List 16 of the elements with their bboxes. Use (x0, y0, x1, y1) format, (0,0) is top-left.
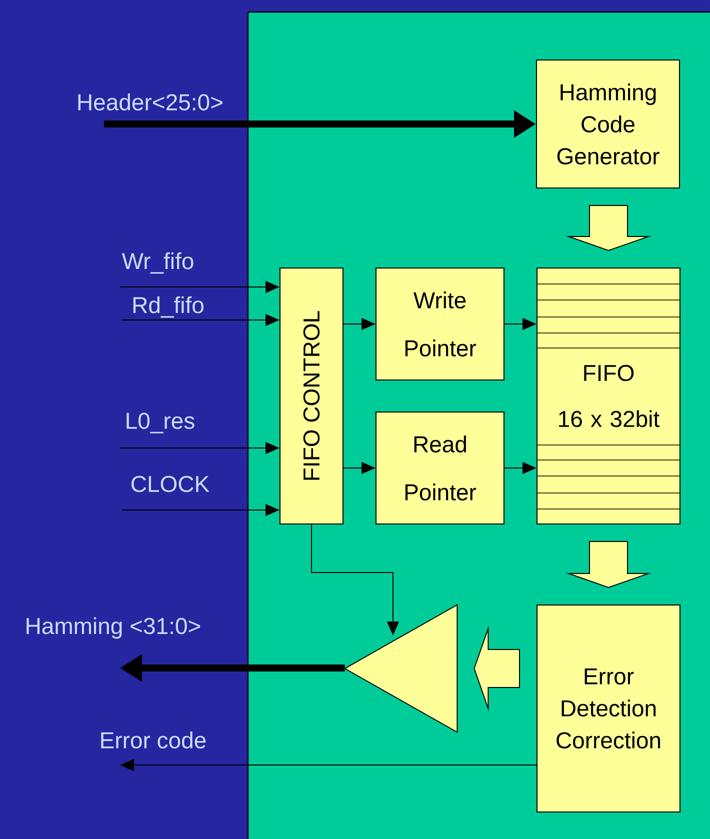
signal-label: Error code (101, 732, 206, 748)
block-box: Read Pointer (376, 412, 504, 524)
block-box: Error Detection Correction (536, 604, 680, 812)
block-box: Hamming Code Generator (536, 60, 680, 188)
block-arrow (566, 205, 652, 252)
block-arrow (474, 626, 520, 712)
memory-block: FIFO 16 x 32bit (536, 268, 680, 524)
signal-label: Hamming <31:0> (26, 617, 200, 639)
control-box: FIFO CONTROL (280, 268, 344, 524)
signal-label: Wr_fifo (122, 252, 194, 274)
block-arrow (566, 541, 652, 588)
signal-label: Rd_fifo (133, 296, 204, 318)
signal-label: CLOCK (132, 476, 210, 492)
block-box: Write Pointer (376, 268, 504, 380)
signal-label: Header<25:0> (78, 94, 222, 110)
signal-label: L0_res (126, 412, 194, 434)
